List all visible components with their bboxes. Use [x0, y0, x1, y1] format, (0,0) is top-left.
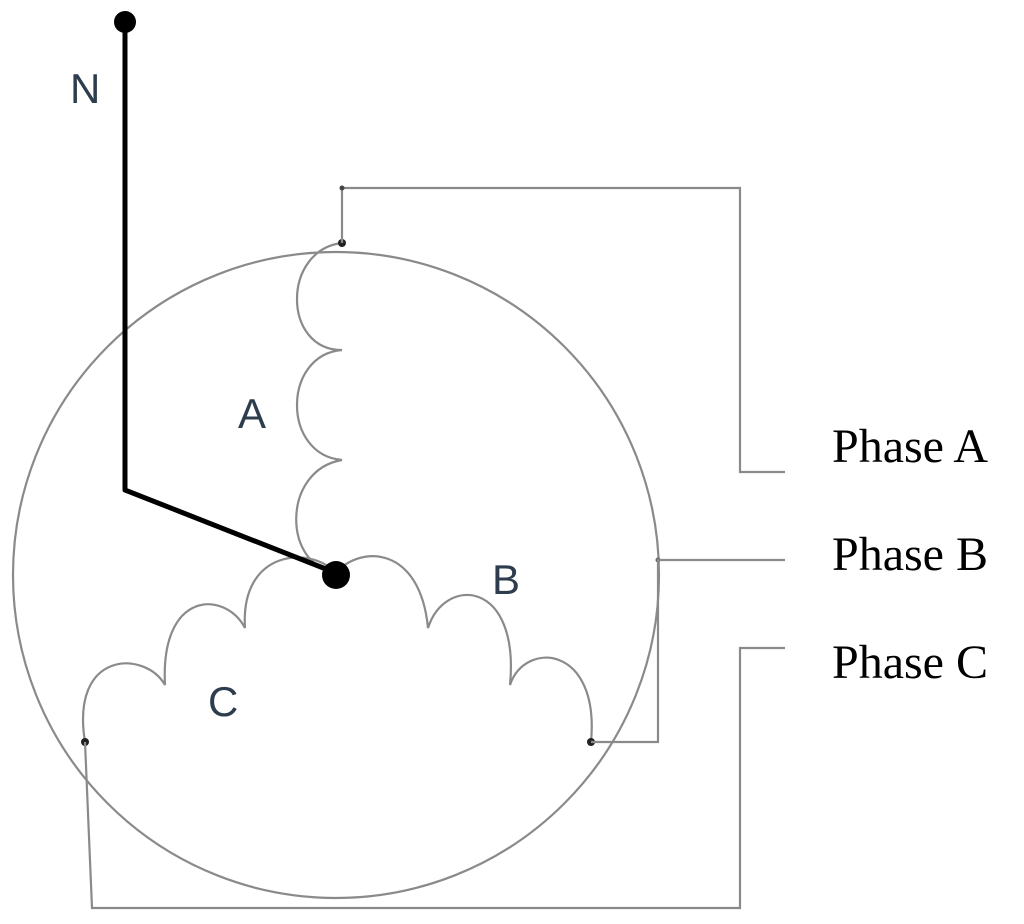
winding-a-coil	[295, 241, 343, 575]
phase-a-lead-dot	[339, 185, 345, 191]
phase-c-label: Phase C	[832, 636, 988, 689]
winding-c-coil	[82, 556, 337, 743]
winding-a-label: A	[238, 390, 266, 437]
neutral-terminal-dot	[114, 11, 136, 33]
star-point-dot	[322, 561, 350, 589]
phase-b-lead	[591, 558, 785, 744]
phase-c-lead	[83, 646, 785, 910]
phase-a-label: Phase A	[832, 420, 988, 473]
phase-a-lead	[340, 186, 785, 474]
phase-b-label: Phase B	[832, 528, 988, 581]
winding-b-coil	[335, 555, 593, 743]
winding-c-label: C	[208, 678, 238, 725]
neutral-label: N	[70, 65, 100, 112]
winding-b-label: B	[492, 556, 520, 603]
neutral-conductor	[122, 22, 337, 576]
